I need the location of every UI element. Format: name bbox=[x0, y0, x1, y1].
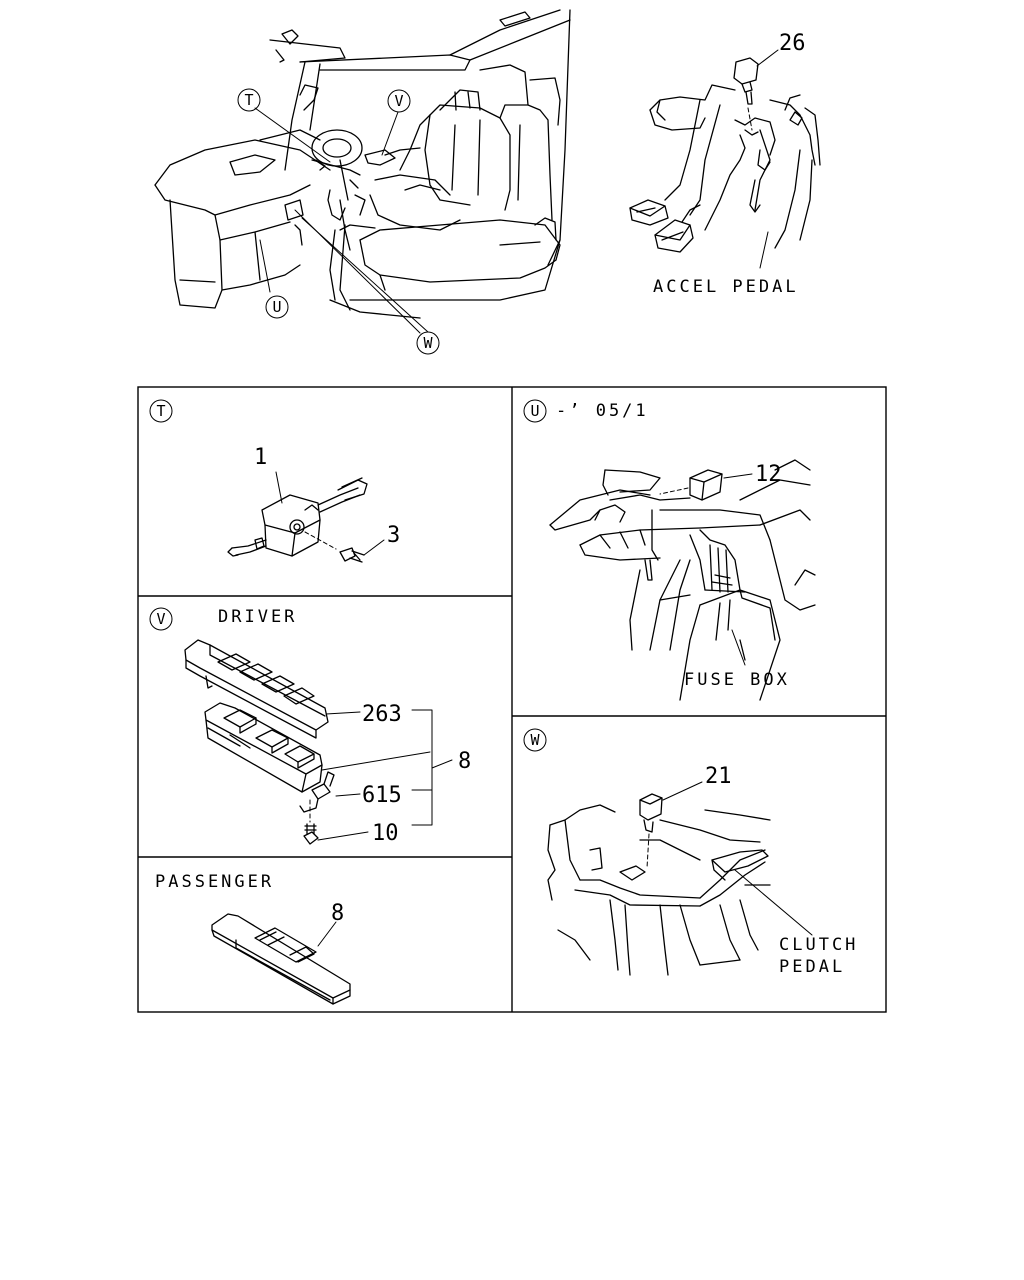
part-10-label: 10 bbox=[372, 821, 399, 846]
callout-u-label: U bbox=[272, 298, 281, 316]
part-8-passenger-label: 8 bbox=[331, 901, 344, 926]
callout-t-panel-label: T bbox=[156, 402, 165, 420]
callout-v-overview: V bbox=[387, 89, 411, 113]
callout-v-label: V bbox=[394, 92, 403, 110]
callout-w-overview: W bbox=[416, 331, 440, 355]
callout-w-panel-label: W bbox=[530, 731, 540, 749]
part-26-label: 26 bbox=[779, 31, 806, 56]
part-21-label: 21 bbox=[705, 764, 732, 789]
clutch-pedal-label-line1: CLUTCH bbox=[779, 935, 858, 955]
callout-v-panel-label: V bbox=[156, 610, 165, 628]
accel-pedal-label: ACCEL PEDAL bbox=[653, 277, 799, 297]
driver-title: DRIVER bbox=[218, 607, 297, 627]
panel-passenger: PASSENGER 8 bbox=[155, 872, 351, 1005]
callout-u-panel-label: U bbox=[530, 402, 539, 420]
production-range-label: -’ 05/1 bbox=[556, 401, 649, 421]
callout-u-panel: U bbox=[523, 399, 547, 423]
callout-t-overview: T bbox=[237, 88, 261, 112]
part-8-driver-label: 8 bbox=[458, 749, 471, 774]
panel-v: V DRIVER bbox=[149, 607, 471, 846]
detail-panels-frame bbox=[137, 386, 887, 1013]
fuse-box-relay-drawing bbox=[549, 459, 816, 701]
clutch-switch-drawing bbox=[547, 781, 813, 976]
panel-u: U -’ 05/1 bbox=[523, 399, 816, 701]
accel-pedal-drawing bbox=[629, 49, 821, 269]
fuse-box-label: FUSE BOX bbox=[684, 670, 790, 690]
driver-window-switch-drawing bbox=[184, 639, 453, 845]
callout-t-label: T bbox=[244, 91, 253, 109]
clutch-pedal-label-line2: PEDAL bbox=[779, 957, 845, 977]
panel-t: T 1 3 bbox=[149, 399, 400, 563]
panel-w: W bbox=[523, 728, 858, 977]
part-615-label: 615 bbox=[362, 783, 402, 808]
callout-w-panel: W bbox=[523, 728, 547, 752]
part-12-label: 12 bbox=[755, 462, 782, 487]
callout-v-panel: V bbox=[149, 607, 173, 631]
passenger-title: PASSENGER bbox=[155, 872, 274, 892]
interior-overview-drawing bbox=[154, 9, 571, 334]
callout-u-overview: U bbox=[265, 295, 289, 319]
combination-switch-drawing bbox=[227, 471, 385, 563]
passenger-window-switch-drawing bbox=[211, 913, 351, 1005]
part-263-label: 263 bbox=[362, 702, 402, 727]
part-1-label: 1 bbox=[254, 445, 267, 470]
callout-t-panel: T bbox=[149, 399, 173, 423]
callout-w-label: W bbox=[423, 334, 433, 352]
part-3-label: 3 bbox=[387, 523, 400, 548]
